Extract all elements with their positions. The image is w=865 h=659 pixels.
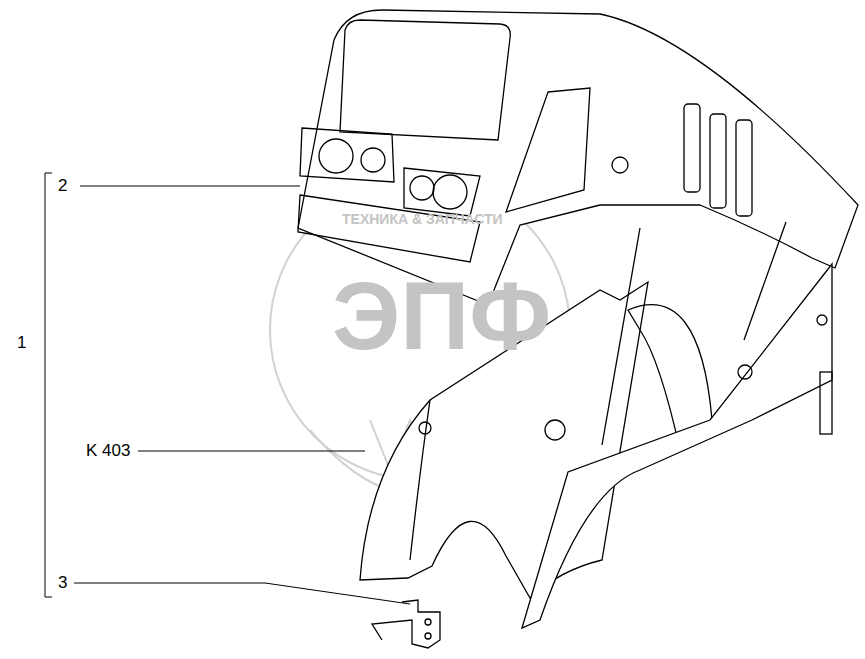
part-code: K 403 (84, 442, 132, 459)
callout-number: 3 (56, 574, 69, 591)
callout-number: 1 (15, 334, 28, 351)
hood-drawing (298, 10, 858, 648)
leader-lines (45, 173, 410, 604)
watermark-logo: ЭПФ (330, 268, 553, 364)
watermark-text: ТЕХНИКА & ЗАПЧАСТИ (340, 212, 505, 226)
callout-number: 2 (56, 177, 69, 194)
